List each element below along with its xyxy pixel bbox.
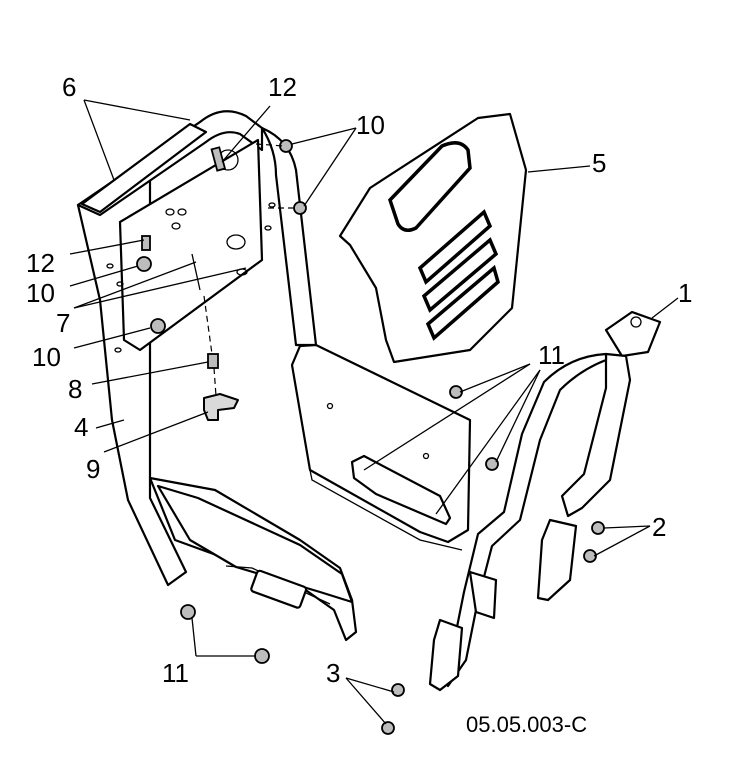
callout-11-bottom: 11 bbox=[162, 658, 189, 688]
callout-9: 9 bbox=[86, 454, 100, 484]
callout-10-top: 10 bbox=[356, 110, 385, 140]
callout-10-lower: 10 bbox=[32, 342, 61, 372]
leader-lines bbox=[69, 99, 679, 725]
part-5-shield-panel bbox=[338, 112, 528, 364]
callout-1: 1 bbox=[678, 278, 692, 308]
callout-12-left: 12 bbox=[26, 248, 55, 278]
callout-12-top: 12 bbox=[268, 72, 297, 102]
callout-6: 6 bbox=[62, 72, 76, 102]
callout-11-mid: 11 bbox=[538, 340, 565, 370]
part-4-main-frame bbox=[76, 110, 358, 642]
callout-7: 7 bbox=[56, 308, 70, 338]
callout-10-mid: 10 bbox=[26, 278, 55, 308]
lower-back-plate bbox=[290, 343, 472, 551]
callout-3: 3 bbox=[326, 658, 340, 688]
callout-2: 2 bbox=[652, 512, 666, 542]
part-1-side-arm bbox=[428, 310, 662, 692]
callout-labels: 6 12 10 5 12 10 7 10 8 4 9 1 11 2 11 3 0… bbox=[26, 72, 692, 737]
callout-5: 5 bbox=[592, 148, 606, 178]
callout-8: 8 bbox=[68, 374, 82, 404]
callout-4: 4 bbox=[74, 412, 88, 442]
document-number: 05.05.003-C bbox=[466, 712, 587, 737]
